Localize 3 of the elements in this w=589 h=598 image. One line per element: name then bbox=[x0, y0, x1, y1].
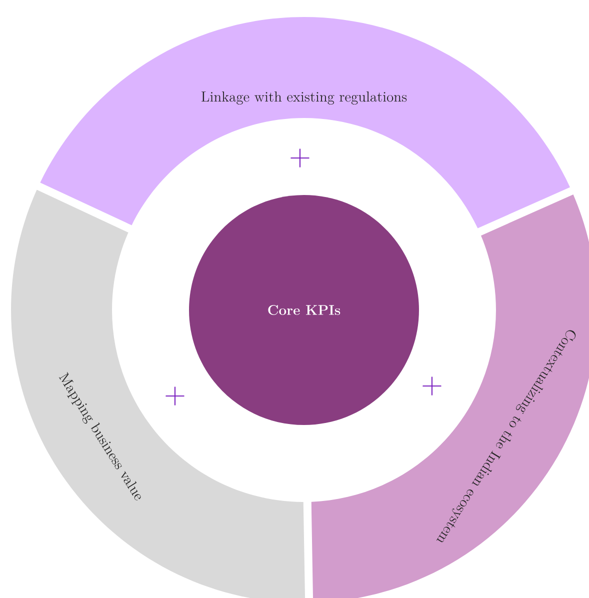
plus-sign: + bbox=[422, 376, 442, 396]
plus-sign: + bbox=[290, 148, 310, 168]
plus-sign: + bbox=[166, 386, 184, 406]
